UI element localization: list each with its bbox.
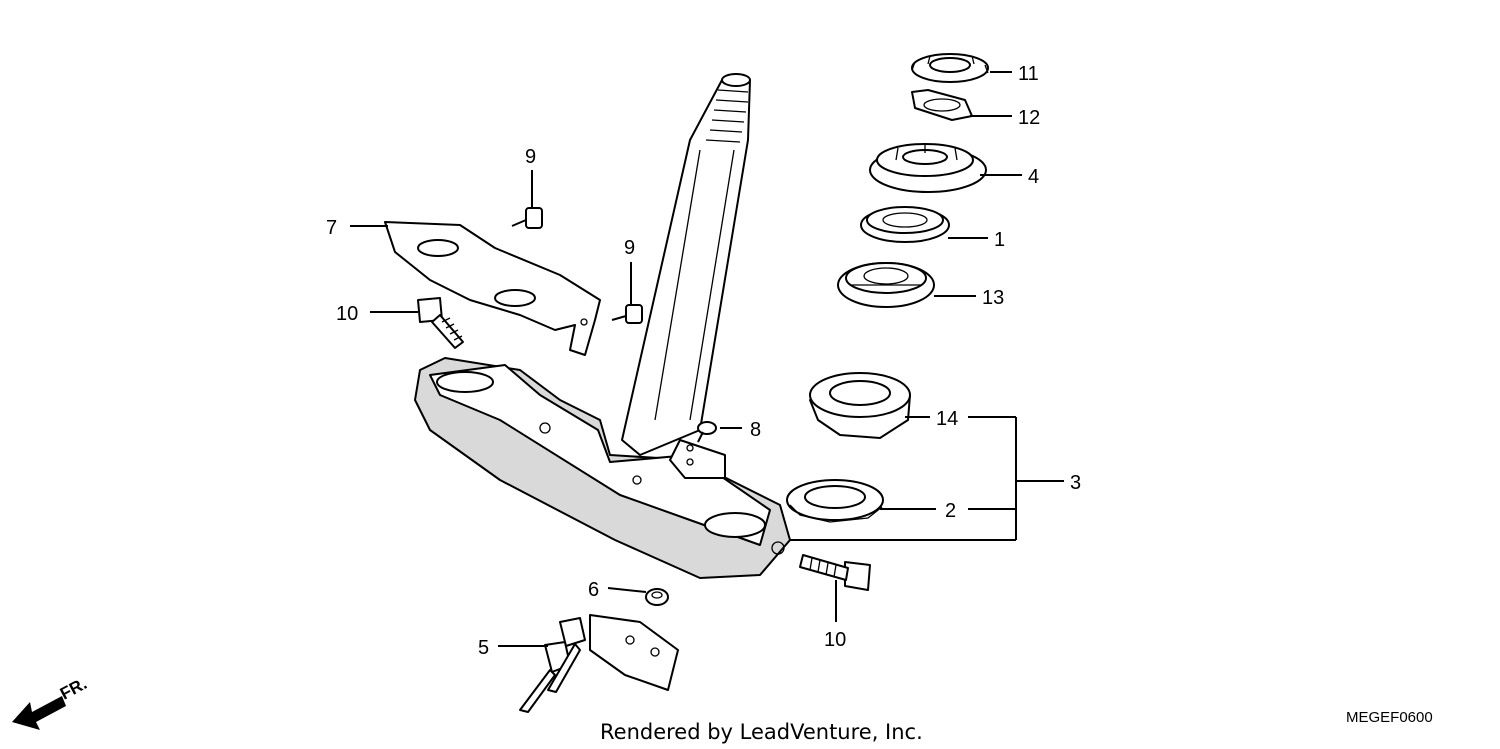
- socket-bolt-10-left[interactable]: [417, 297, 464, 349]
- steering-stem-shaft[interactable]: [621, 73, 751, 456]
- steering-bearing-13[interactable]: [837, 262, 935, 308]
- dust-seal-1[interactable]: [860, 206, 950, 243]
- front-direction-marker: FR.: [12, 674, 90, 730]
- callout-10-right: 10: [824, 629, 846, 651]
- nut-6[interactable]: [645, 588, 669, 606]
- callout-10-left: 10: [336, 303, 358, 325]
- callout-3: 3: [1070, 472, 1081, 494]
- callout-9-upper: 9: [525, 146, 536, 168]
- callout-8: 8: [750, 419, 761, 441]
- socket-bolt-10-right[interactable]: [799, 554, 871, 591]
- callout-7: 7: [326, 217, 337, 239]
- bolt-9-lower[interactable]: [611, 304, 643, 324]
- callout-12: 12: [1018, 107, 1040, 129]
- bolt-9-upper[interactable]: [511, 207, 543, 229]
- callout-13: 13: [982, 287, 1004, 309]
- screw-8[interactable]: [697, 421, 717, 443]
- lower-bracket[interactable]: [414, 357, 791, 579]
- callout-11: 11: [1018, 63, 1039, 85]
- adjusting-nut-4[interactable]: [869, 143, 987, 193]
- callout-4: 4: [1028, 166, 1039, 188]
- front-arrow-icon: [12, 696, 66, 730]
- lower-bearing-14[interactable]: [809, 372, 911, 439]
- callout-6: 6: [588, 579, 599, 601]
- callout-14: 14: [936, 408, 958, 430]
- leader-lines: [350, 71, 1064, 647]
- callout-5: 5: [478, 637, 489, 659]
- callout-9-lower: 9: [624, 237, 635, 259]
- lock-nut-11[interactable]: [911, 53, 989, 83]
- callout-1: 1: [994, 229, 1005, 251]
- hose-guide-plate[interactable]: [384, 221, 601, 356]
- lower-race-2[interactable]: [786, 479, 884, 523]
- lock-washer-12[interactable]: [911, 89, 973, 121]
- footer-credit: Rendered by LeadVenture, Inc.: [600, 720, 923, 744]
- steering-lock-with-keys[interactable]: [519, 614, 679, 713]
- diagram-code: MEGEF0600: [1346, 709, 1433, 726]
- callout-2: 2: [945, 500, 956, 522]
- callout-labels: 11 12 4 1 13 14 3 2 8 9 9 7 10 10 6 5: [326, 63, 1081, 659]
